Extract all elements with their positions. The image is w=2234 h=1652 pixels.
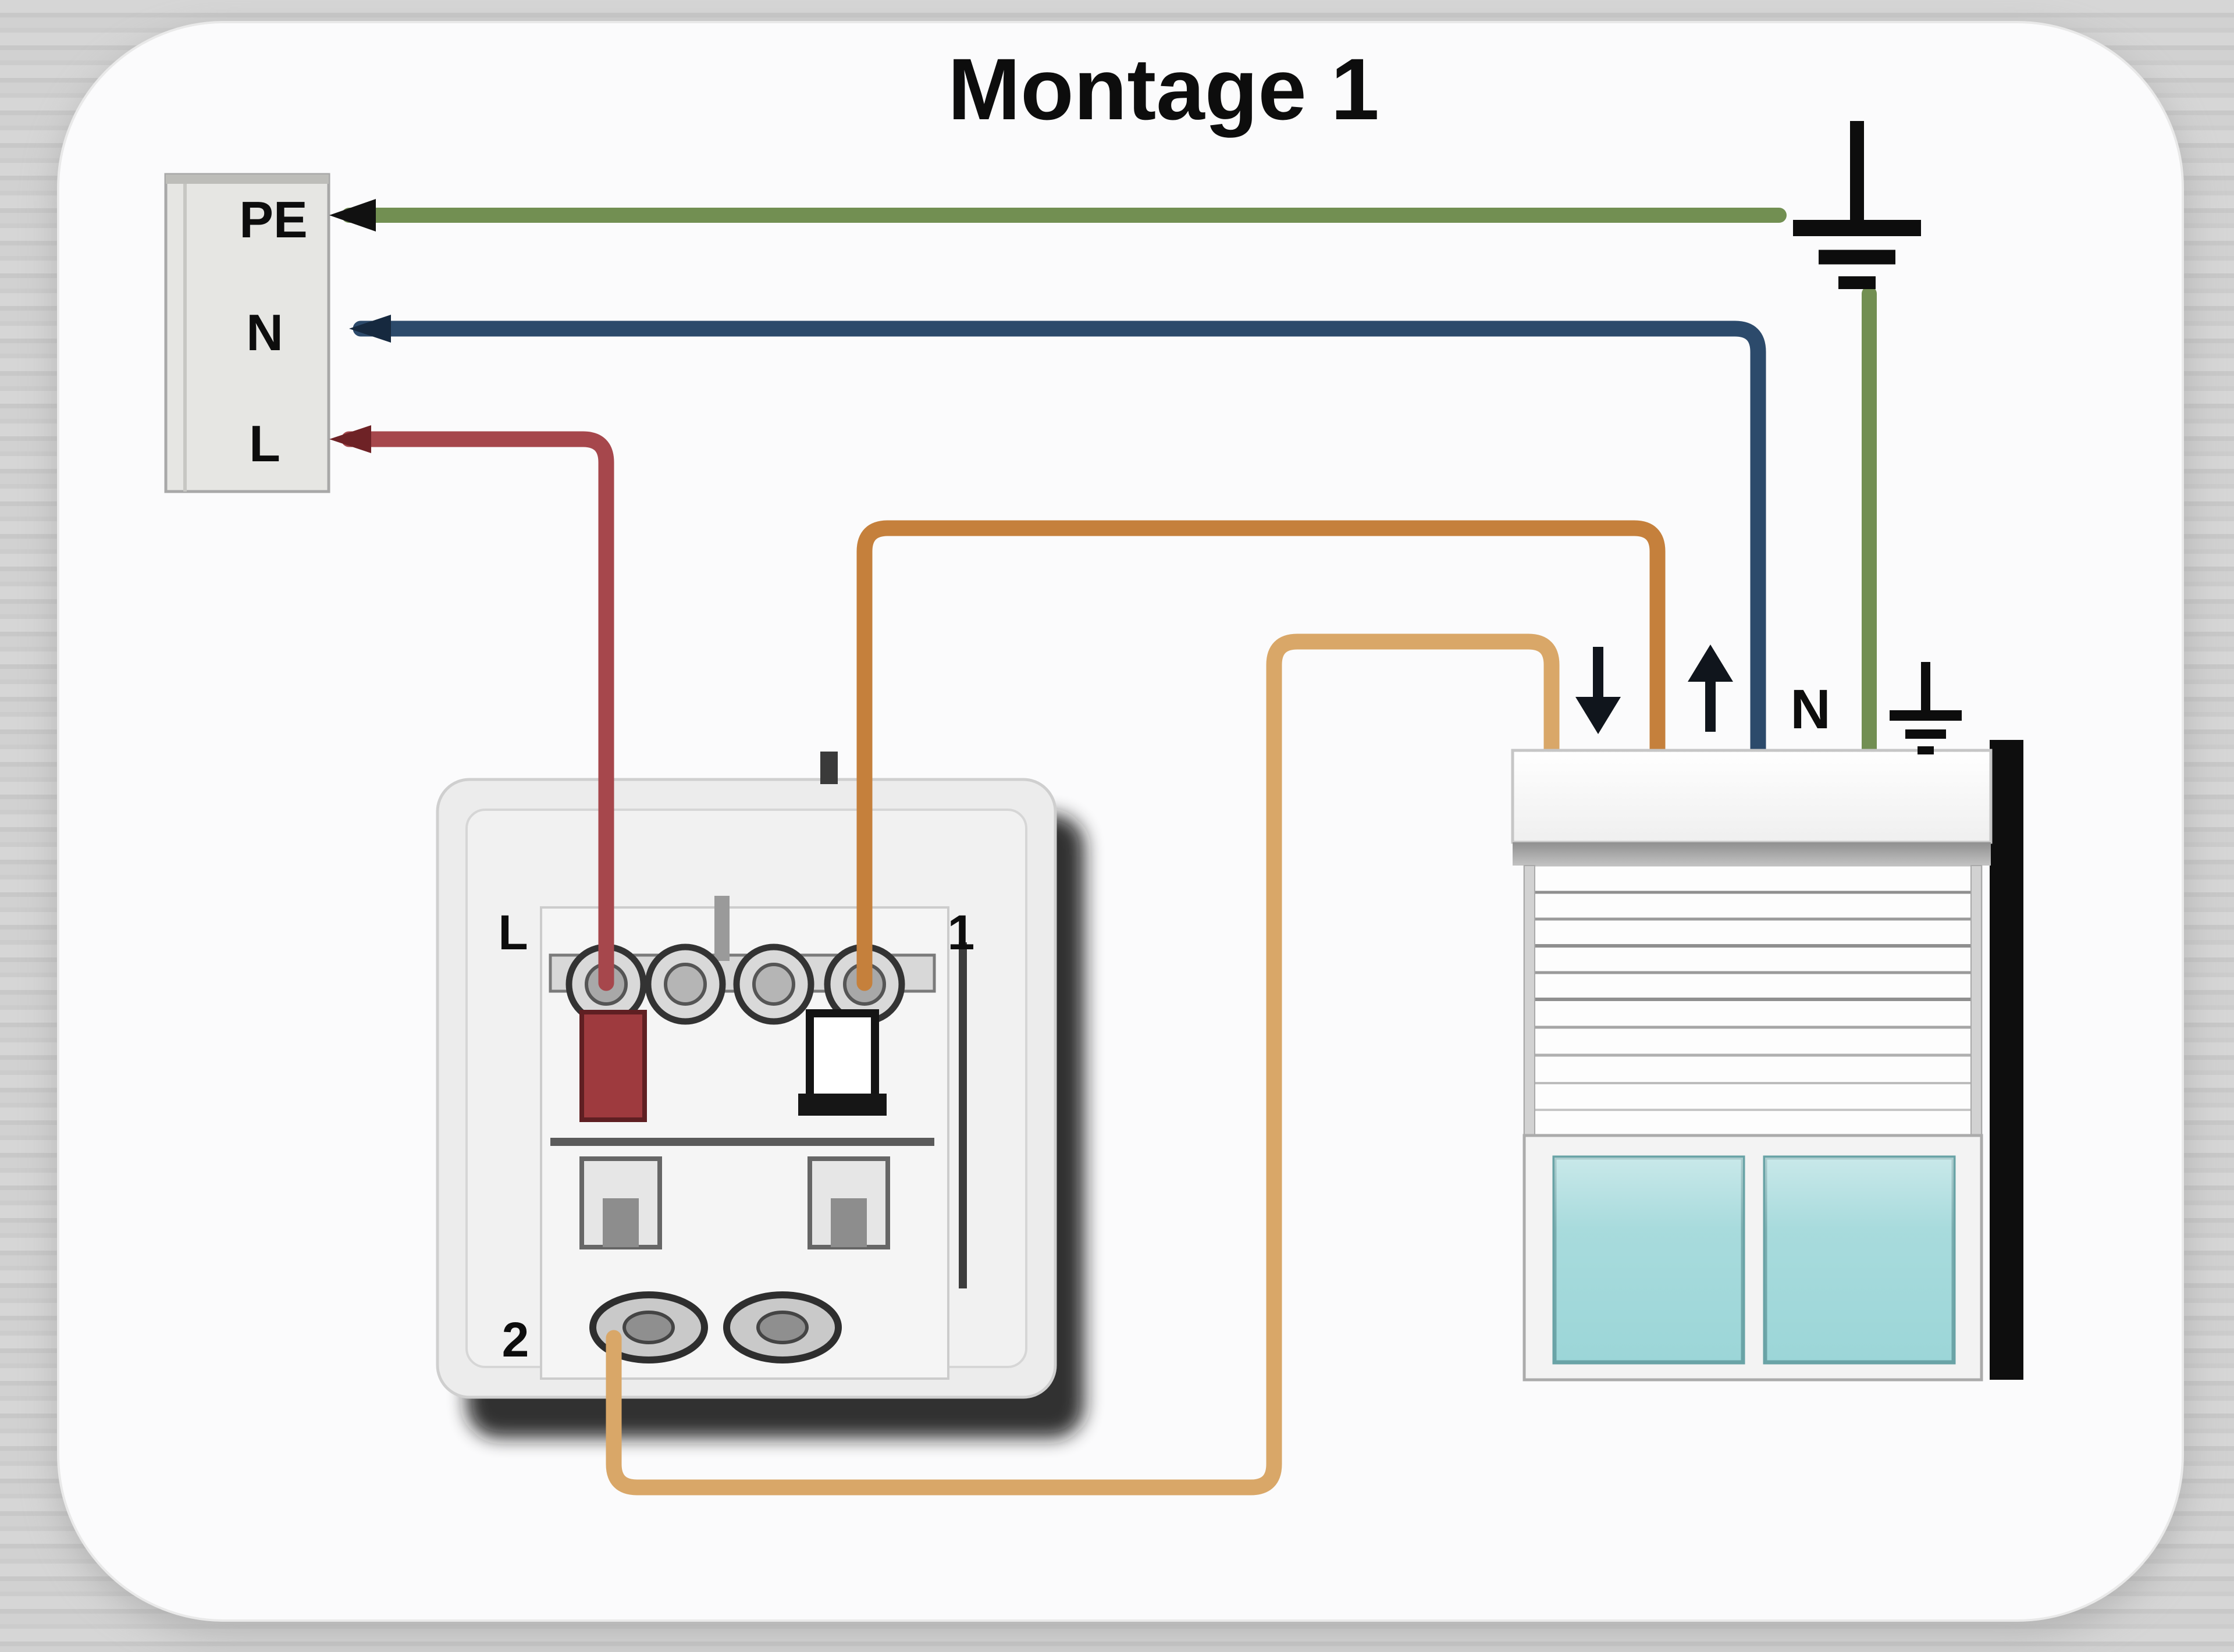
n-terminal-label: N [246, 304, 283, 361]
cable-lug-left-hole [622, 1311, 675, 1344]
shutter-header-box [1511, 749, 1993, 844]
roller-shutter: N [1511, 645, 2023, 1382]
up-orange-wire [856, 520, 1666, 991]
down-arrow-icon [1575, 647, 1621, 734]
lower-connector-left-slot [603, 1198, 639, 1247]
l-terminal-label: L [249, 415, 280, 472]
black-white-clamp [806, 1009, 879, 1109]
shutter-earth-icon [1890, 662, 1962, 754]
earth-ground-icon [1793, 121, 1921, 289]
black-clamp-base [798, 1094, 887, 1116]
live-red-wire [341, 431, 614, 991]
shutter-window [1522, 1134, 1983, 1382]
lower-connector-right-slot [831, 1198, 867, 1247]
supply-terminal-block: PE N L [164, 173, 330, 493]
mech-divider [550, 1138, 934, 1146]
down-orange-wire [606, 633, 1560, 1496]
switch-label-1: 1 [948, 905, 975, 960]
screw-terminal-mid-left-screw [664, 963, 707, 1006]
shutter-box-band [1513, 842, 1991, 866]
switch-label-2: 2 [502, 1312, 529, 1367]
diagram-title: Montage 1 [948, 40, 1379, 138]
shutter-slats [1523, 864, 1983, 1137]
pe-wire-arrowhead [329, 199, 376, 232]
red-clamp [579, 1010, 647, 1122]
up-arrow-icon [1688, 645, 1733, 732]
wires [329, 199, 1877, 1496]
switch-top-pin [820, 752, 838, 784]
window-pane-left-shine [1554, 1158, 1743, 1362]
shutter-neutral-label: N [1790, 678, 1830, 740]
pe-terminal-label: PE [239, 191, 307, 248]
n-wire-cap [349, 315, 391, 343]
switch-center-pin [714, 896, 730, 961]
supply-block-body [164, 173, 330, 493]
screw-terminal-mid-right-screw [752, 963, 795, 1006]
cable-lug-right-hole [756, 1311, 809, 1344]
supply-block-top-edge [166, 175, 329, 184]
window-pane-right-shine [1765, 1158, 1954, 1362]
shutter-terminal-markings: N [1575, 645, 1962, 754]
neutral-blue-wire [353, 321, 1766, 771]
shutter-guide-rail [1990, 740, 2023, 1380]
switch-label-L: L [498, 905, 528, 960]
switch-mechanism: L 1 2 [436, 752, 1084, 1438]
l-wire-cap [329, 425, 371, 453]
